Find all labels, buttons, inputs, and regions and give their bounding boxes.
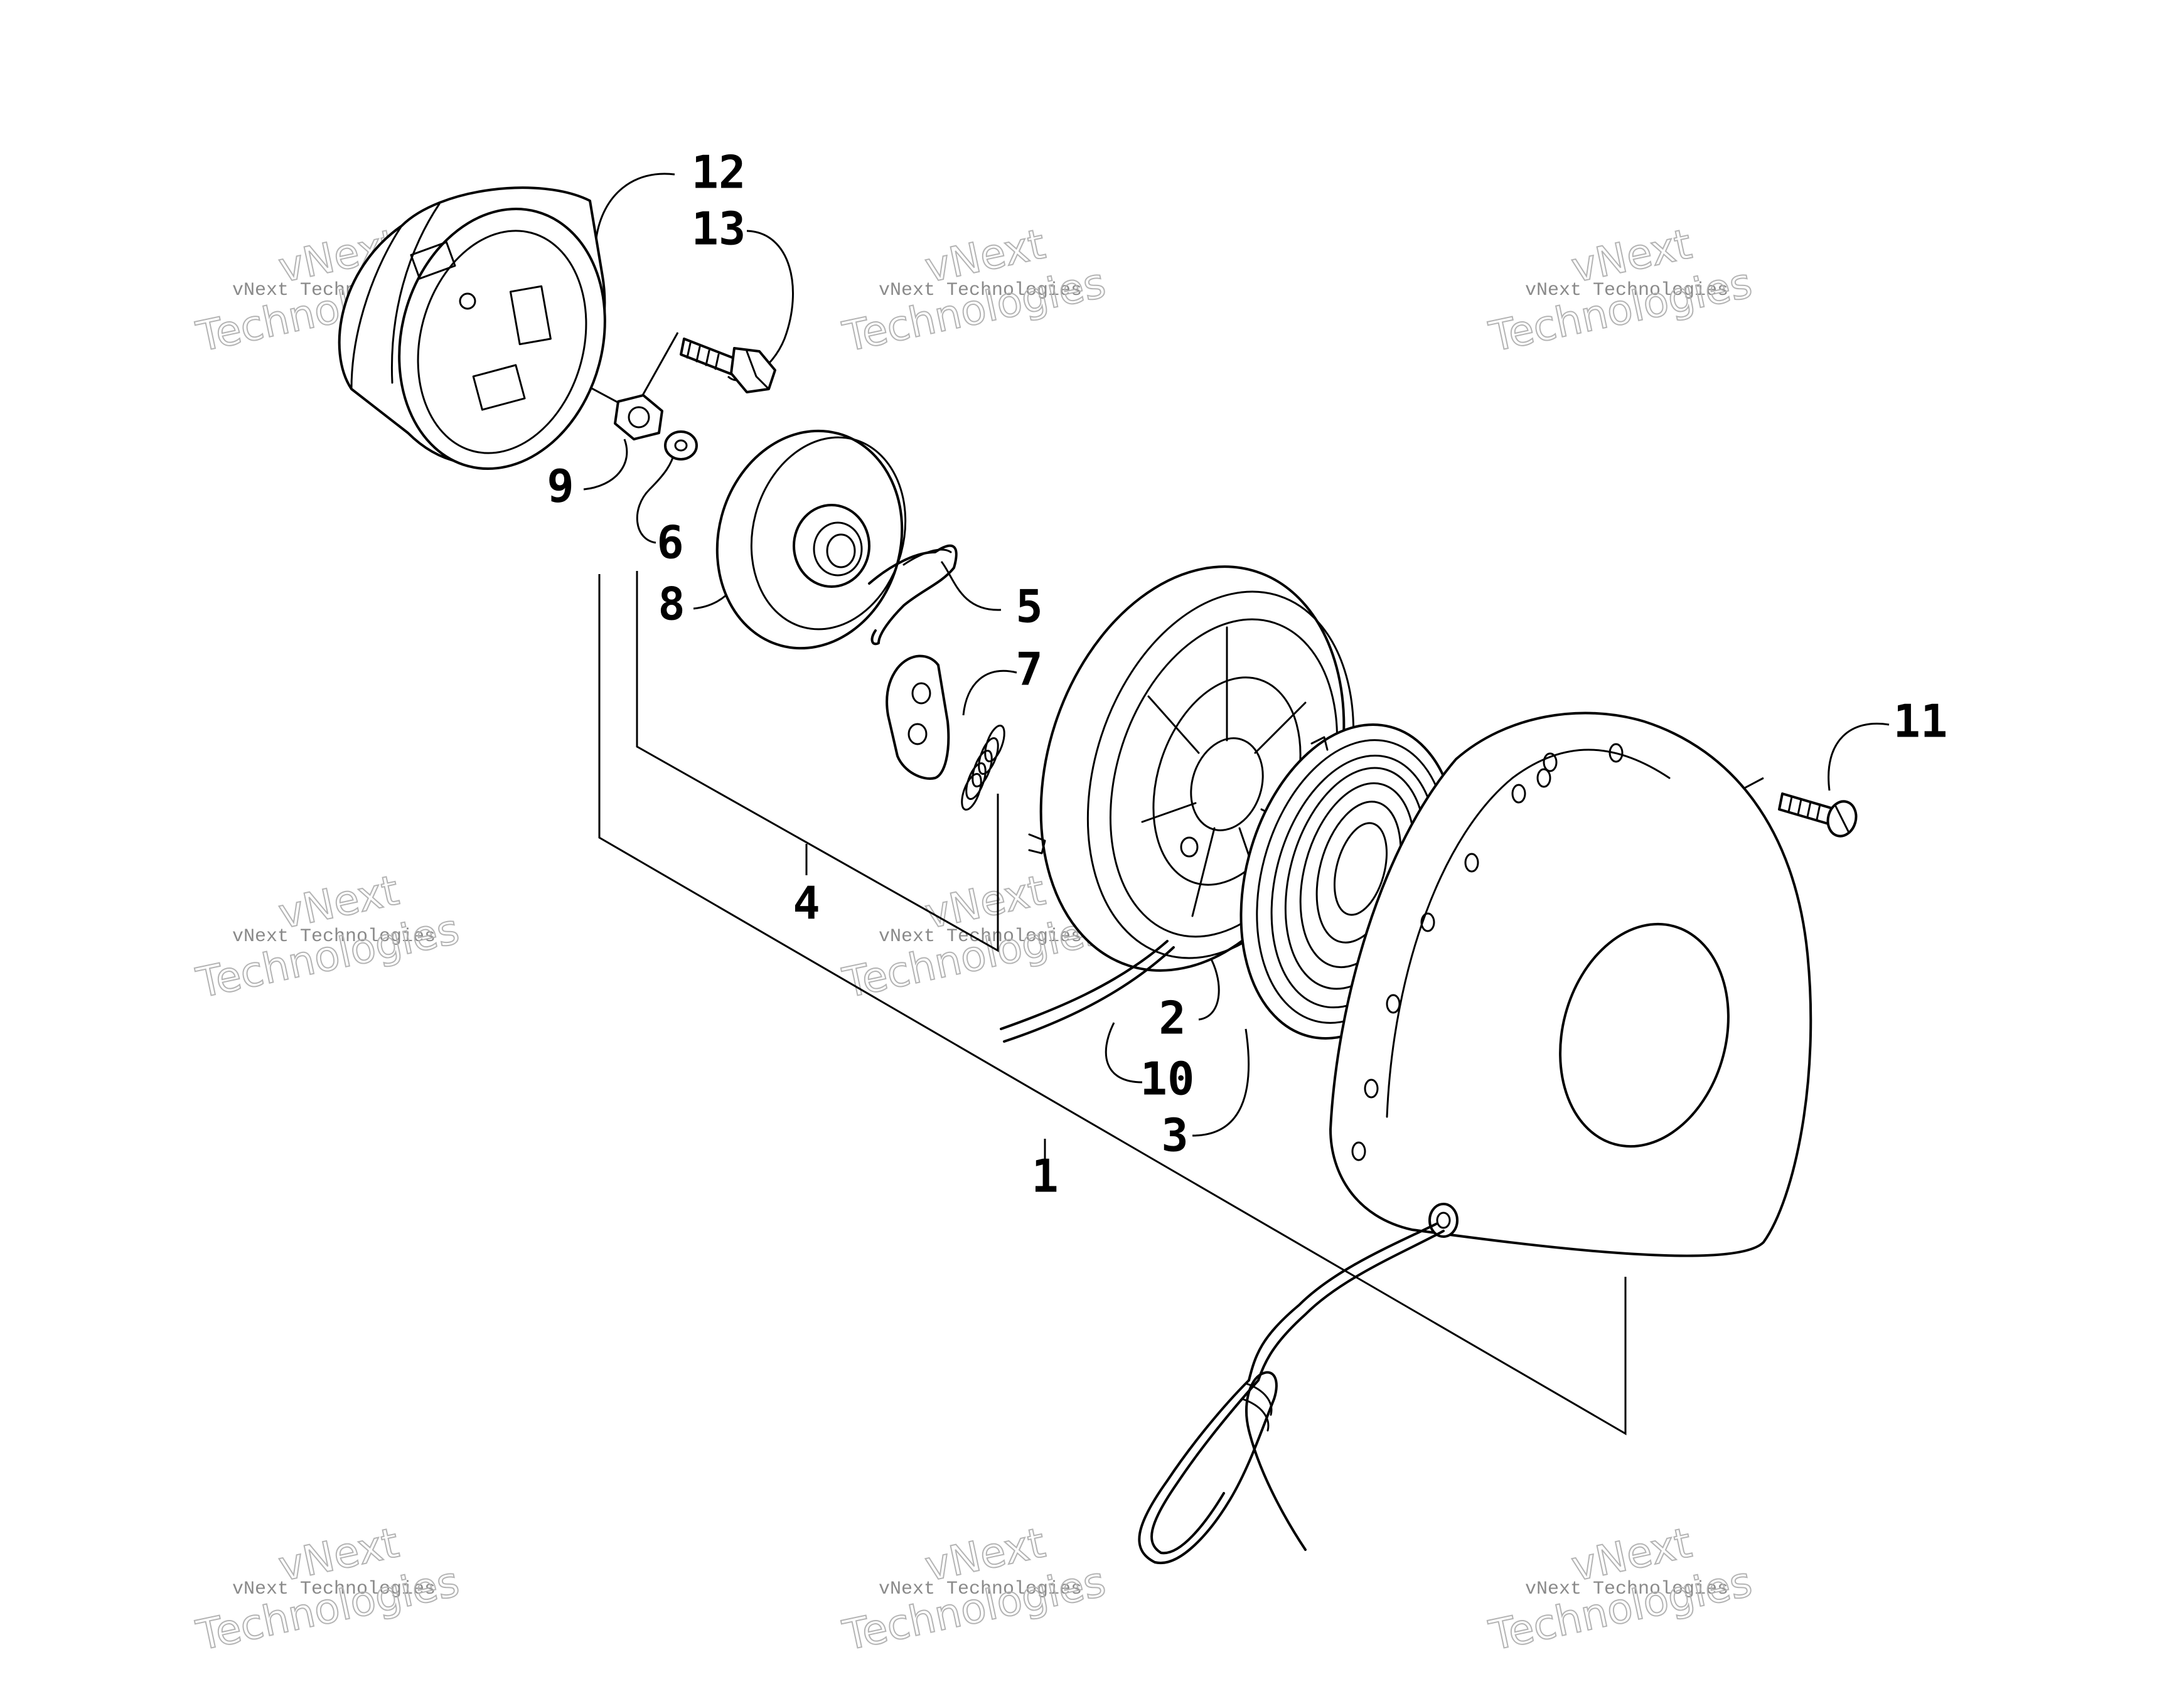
leader-3 xyxy=(1192,1028,1250,1137)
bracket-4 xyxy=(636,571,999,952)
callout-5: 5 xyxy=(1015,580,1042,633)
callout-13: 13 xyxy=(692,203,746,255)
part-1-starter-housing xyxy=(1329,711,1812,1257)
leader-9 xyxy=(583,439,628,491)
part-12-starter-pulley-cup xyxy=(338,186,606,471)
callout-4: 4 xyxy=(793,877,820,930)
part-13-flange-bolt xyxy=(680,338,776,393)
callout-10: 10 xyxy=(1140,1053,1195,1105)
callout-1: 1 xyxy=(1031,1150,1058,1203)
leader-12 xyxy=(595,173,675,239)
leader-7 xyxy=(962,669,1017,716)
watermark-tile: vNext Technologies vNext Technologies xyxy=(1484,219,1757,362)
watermark-small-text: vNext Technologies xyxy=(1525,280,1728,301)
watermark-tile: vNext Technologies vNext Technologies xyxy=(191,1518,464,1661)
watermark-tile: vNext Technologies vNext Technologies xyxy=(1484,1518,1757,1661)
callout-12: 12 xyxy=(692,146,746,199)
leader-6 xyxy=(636,451,676,544)
callout-labels: 12 13 9 6 8 5 7 4 2 10 3 1 11 xyxy=(547,146,1947,1203)
callout-9: 9 xyxy=(547,460,574,513)
part-5-spring-clip xyxy=(868,544,958,646)
watermark-tile: vNext Technologies vNext Technologies xyxy=(838,1518,1110,1661)
part-10-starter-rope xyxy=(1000,940,1175,1043)
watermark-tile: vNext Technologies vNext Technologies xyxy=(191,865,464,1008)
part-6-washer xyxy=(664,430,698,461)
watermark-small-text: vNext Technologies xyxy=(1525,1579,1728,1600)
leader-5 xyxy=(940,561,1002,611)
part-11-screw xyxy=(1778,792,1858,838)
part-7-pawl-spring xyxy=(886,654,1005,811)
callout-11: 11 xyxy=(1893,695,1948,748)
coil-spring xyxy=(961,725,1005,811)
callout-6: 6 xyxy=(656,516,683,569)
watermark-small-text: vNext Technologies xyxy=(232,1579,436,1600)
watermark-small-text: vNext Technologies xyxy=(879,1579,1082,1600)
part-9-hex-nut xyxy=(614,394,663,440)
bracket-1 xyxy=(598,574,1627,1436)
watermark-tile: vNext Technologies vNext Technologies xyxy=(838,219,1110,362)
watermark-small-text: vNext Technologies xyxy=(232,926,436,947)
watermark-small-text: vNext Technologies xyxy=(879,280,1082,301)
leader-11 xyxy=(1828,722,1890,791)
part-8-friction-plate xyxy=(715,429,907,650)
part-10-rope-loop xyxy=(1138,1222,1445,1565)
leader-2 xyxy=(1198,953,1220,1021)
callout-8: 8 xyxy=(658,578,685,631)
callout-3: 3 xyxy=(1161,1109,1188,1162)
leader-10 xyxy=(1105,1022,1143,1084)
callout-2: 2 xyxy=(1159,992,1186,1045)
watermark-small-text: vNext Technologies xyxy=(879,926,1082,947)
callout-7: 7 xyxy=(1015,643,1042,696)
